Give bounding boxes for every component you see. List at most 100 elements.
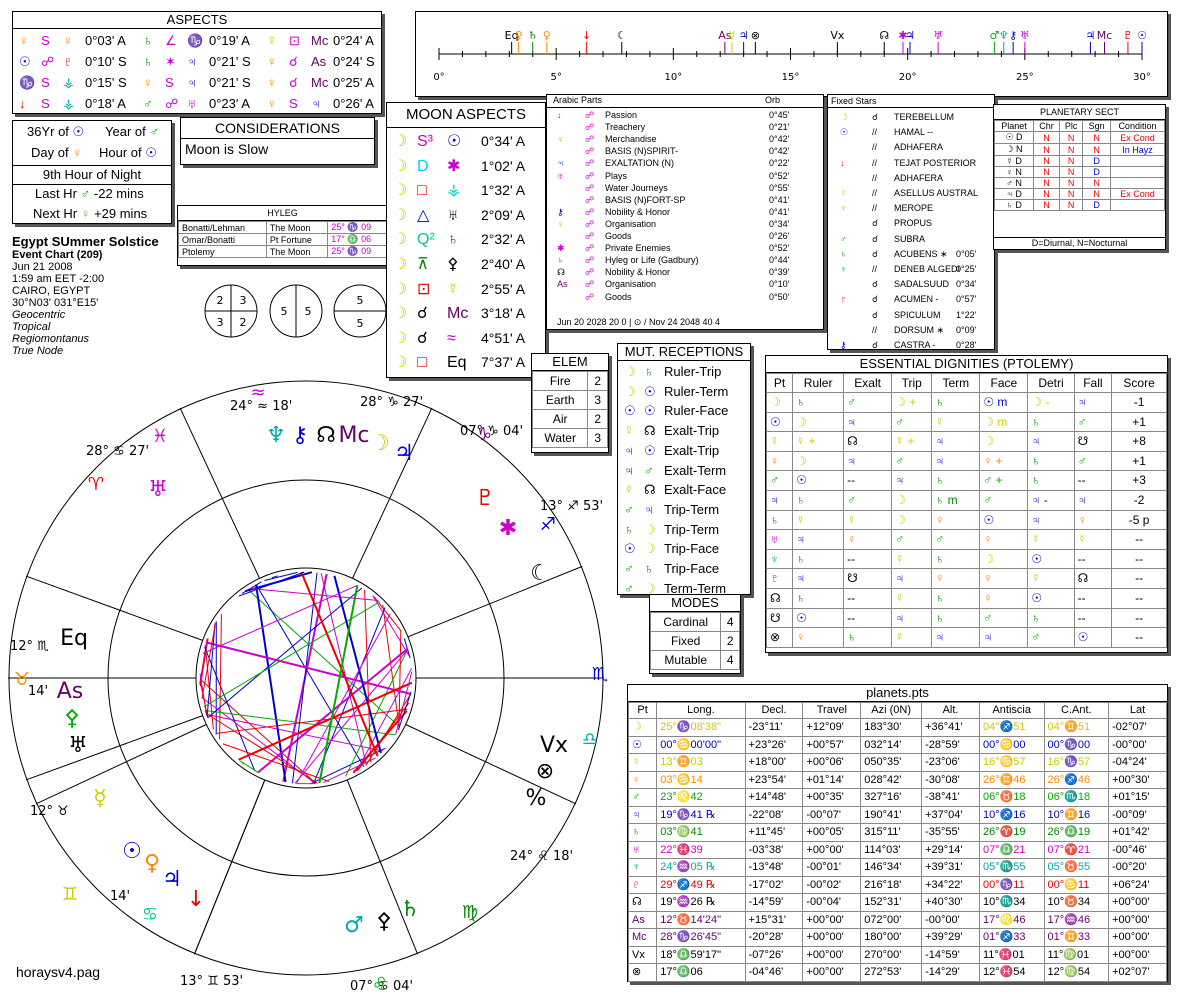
year-of-row: Year of ♂ (105, 124, 159, 139)
ruler-glyph: ♂ (989, 29, 999, 42)
fixed-star-name: DORSUM ∗ (894, 324, 945, 335)
planets-pts-cell: 272°53' (860, 963, 923, 982)
fixed-star-planet: ♆ (840, 264, 847, 274)
planets-pts-cell: -23°11' (744, 718, 804, 737)
venus-icon: ♀ (72, 145, 82, 160)
wheel-planet-glyph: ☾ (530, 561, 550, 586)
planets-pts-cell: +00°00' (802, 963, 862, 982)
aspect-line (206, 623, 216, 717)
dignities-row: ♃♄♂☽♄ m♂♃ -♃-2 (765, 489, 1167, 511)
aspect-planet-b: ♅ (187, 96, 197, 111)
dignities-cell: ☽ (891, 509, 933, 531)
ruler-glyph: ⚷ (1009, 29, 1017, 42)
planets-pts-cell: -20°28' (744, 928, 804, 947)
planets-pts-cell: 10°♐16 (978, 805, 1045, 824)
aspect-planet-b: ⚶ (63, 75, 75, 90)
fixed-star-name: SADALSUUD (894, 279, 950, 290)
hyleg-cell: Omar/Bonatti (178, 233, 267, 246)
reception-type: Exalt-Trip (664, 442, 720, 458)
planets-pts-header-cell: Travel (802, 702, 862, 719)
wheel-planet-glyph: ✱ (499, 516, 517, 541)
house-cusp-line (193, 779, 266, 955)
dignities-cell: -5 p (1111, 509, 1167, 531)
aspect-line (201, 622, 217, 699)
dignities-cell: ☉ (1073, 627, 1113, 648)
wheel-planet-glyph: ⚴ (64, 706, 80, 731)
dignities-cell: -1 (1111, 392, 1167, 413)
dignities-header-cell: Fall (1073, 373, 1113, 393)
aspect-symbol: ∠ (165, 33, 177, 48)
dignities-cell: ☊ (843, 431, 893, 452)
planets-pts-header-cell: Long. (656, 702, 746, 719)
fixed-star-name: ASELLUS AUSTRAL (894, 188, 979, 198)
dignities-cell: -- (843, 587, 893, 609)
planets-pts-cell: ☽ (627, 718, 658, 737)
reception-planet-a: ♄ (624, 521, 634, 537)
dignities-header-cell: Detri (1027, 373, 1075, 393)
planets-pts-cell: 00°♑00 (1043, 735, 1110, 754)
planets-pts-cell: +00°00' (802, 928, 862, 947)
planets-pts-cell: ♅ (627, 840, 658, 859)
house-cusp-line (407, 565, 583, 638)
element-count: 3 (587, 428, 608, 448)
sect-cell: ☽ N (993, 143, 1035, 156)
aspect-line (241, 581, 262, 594)
dignities-cell: -- (843, 548, 893, 570)
aspect-line (199, 638, 209, 687)
dignities-cell: ⊗ (765, 627, 794, 648)
house-cusp-line (35, 724, 207, 805)
circle-1-q4: 2 (240, 316, 247, 329)
moon-aspect-row: ☽⊼⚴2°40' A (393, 254, 543, 274)
aspect-line (239, 760, 259, 774)
arabic-part-name: Organisation (605, 218, 657, 229)
degree-ruler: 0°5°10°15°20°25°30°Eq♀♄♀↓☾As☿♃⊗Vx☊✱♃♅♂♆⚷… (433, 29, 1151, 83)
arabic-parts-footer: Jun 20 2028 20 0 | ⊙ / Nov 24 2048 40 4 (557, 317, 720, 327)
fixed-star-orb: 0°05' (956, 248, 977, 259)
ruler-glyph: ♀ (515, 29, 523, 42)
dignities-cell: ♂ (979, 489, 1029, 511)
mutual-receptions-panel: MUT. RECEPTIONS ☽♄Ruler-Trip☽☉Ruler-Term… (617, 343, 751, 595)
reception-type: Exalt-Face (664, 482, 727, 498)
wheel-planet-glyph: ☿ (93, 786, 107, 811)
planets-pts-cell: 183°30' (860, 718, 923, 737)
reception-planet-b: ☊ (644, 423, 656, 439)
mars-icon: ♂ (149, 124, 160, 139)
planets-pts-cell: ♃ (627, 805, 658, 824)
aspect-planet-a: ♀ (19, 33, 29, 48)
arabic-part-orb: 0°42' (769, 134, 790, 145)
mutual-reception-row: ☽♄Ruler-Trip (624, 364, 721, 380)
fixed-star-planet: ↓ (840, 157, 845, 168)
zodiac-sign-glyph: ≈ (250, 382, 265, 403)
planets-pts-cell: 050°35' (860, 753, 923, 772)
planets-pts-cell: 028°42' (860, 770, 923, 789)
planets-pts-cell: -00°01' (802, 858, 862, 877)
reception-type: Ruler-Face (664, 403, 729, 419)
fixed-star-name: TEREBELLUM (894, 112, 955, 122)
considerations-title: CONSIDERATIONS (181, 118, 374, 139)
fixed-star-aspect: ☌ (872, 218, 879, 229)
hyleg-cell: The Moon (265, 221, 329, 234)
dignities-cell: ♂ (1073, 411, 1113, 433)
chart-detail-line: 30°N03' 031°E15' (12, 297, 99, 309)
planets-pts-cell: 13°♊03 (656, 753, 746, 772)
fixed-star-planet: ⚷ (840, 340, 847, 350)
sect-cell: Ex Cond (1109, 188, 1166, 200)
planets-pts-cell: ⊗ (627, 963, 658, 982)
house-cusp-label: 13° ♊ 53' (180, 974, 243, 989)
dignities-cell: +1 (1111, 450, 1167, 472)
dignities-cell: -- (1111, 587, 1167, 609)
dignities-row: ♅♃♀♂♂♀☿☿-- (765, 529, 1167, 550)
arabic-part-aspect: ☍ (585, 206, 595, 217)
planets-pts-cell: 10°♏34 (978, 893, 1045, 912)
aspect-line (199, 678, 317, 784)
planets-pts-cell: +01°14' (802, 770, 862, 789)
dignities-cell: ♄ (792, 392, 845, 413)
wheel-planet-glyph: ☽ (370, 431, 390, 456)
dignities-row: ♄☿☿☽♀☉♃♀-5 p (765, 509, 1167, 531)
planets-pts-cell: -17°02' (744, 875, 804, 894)
arabic-part-aspect: ☍ (585, 170, 595, 181)
aspect-entry: ♀S♀0°03' A (19, 33, 126, 48)
arabic-part-aspect: ☍ (585, 255, 595, 266)
ruler-glyph: ☉ (1137, 29, 1147, 42)
